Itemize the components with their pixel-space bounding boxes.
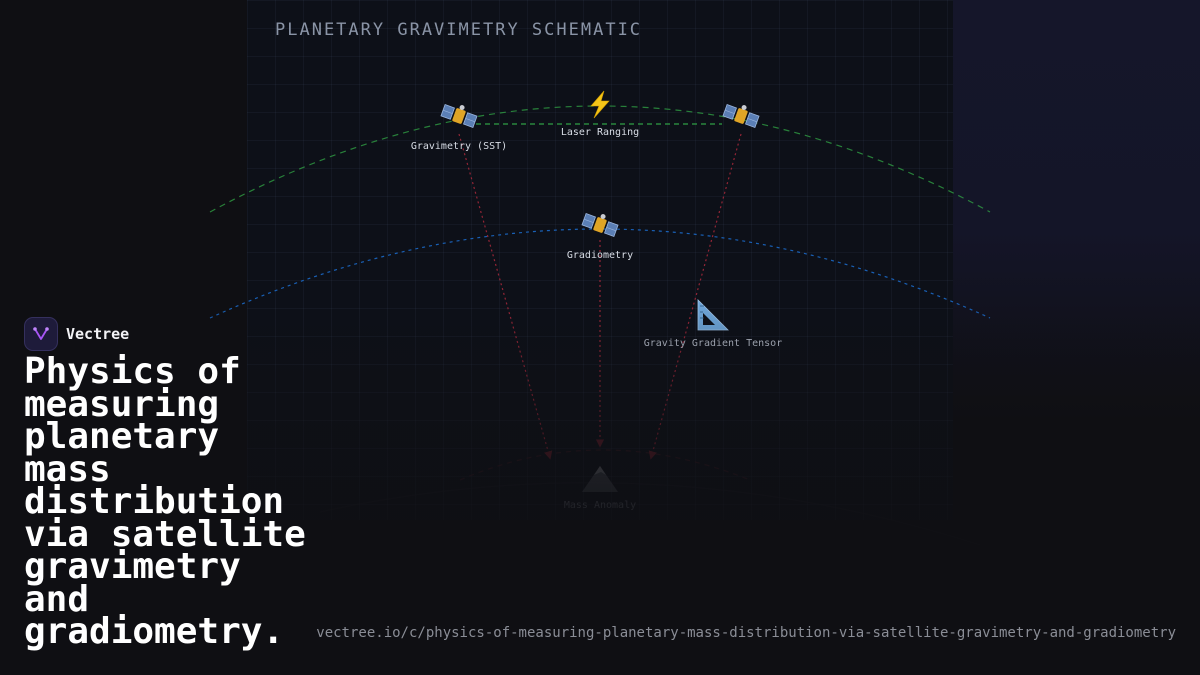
sst-label: Gravimetry (SST)	[411, 141, 507, 152]
headline: Physics of measuring planetary mass dist…	[24, 351, 306, 652]
gravity-gradient-tensor-node: Gravity Gradient Tensor	[644, 299, 782, 349]
partner-signal-line	[648, 133, 742, 460]
triangular-ruler-icon	[697, 299, 729, 331]
mass-anomaly-label: Mass Anomaly	[564, 500, 636, 511]
gravity-gradient-tensor-label: Gravity Gradient Tensor	[644, 338, 782, 349]
upper-orbit-arc	[209, 105, 991, 213]
gradiometry-label: Gradiometry	[567, 250, 633, 261]
sst-signal-line	[458, 133, 553, 460]
satellite-icon	[440, 104, 478, 128]
laser-ranging-node: Laser Ranging	[561, 90, 639, 138]
laser-ranging-label: Laser Ranging	[561, 127, 639, 138]
mountain-icon	[582, 466, 618, 492]
satellite-icon	[722, 104, 760, 128]
brand-name: Vectree	[66, 325, 130, 343]
lower-orbit-arc	[209, 228, 991, 319]
brand: Vectree	[24, 317, 129, 351]
vectree-logo-icon	[24, 317, 58, 351]
sst-satellite-node: Gravimetry (SST)	[411, 104, 507, 152]
footer-url[interactable]: vectree.io/c/physics-of-measuring-planet…	[316, 625, 1176, 641]
planet-crust-arc	[319, 482, 981, 546]
mass-anomaly-node: Mass Anomaly	[564, 466, 636, 511]
diagram-title: PLANETARY GRAVIMETRY SCHEMATIC	[275, 20, 643, 40]
lightning-icon	[590, 90, 610, 119]
satellite-icon	[581, 213, 619, 237]
sst-partner-satellite-node	[722, 104, 760, 128]
gradiometry-satellite-node: Gradiometry	[567, 213, 633, 261]
